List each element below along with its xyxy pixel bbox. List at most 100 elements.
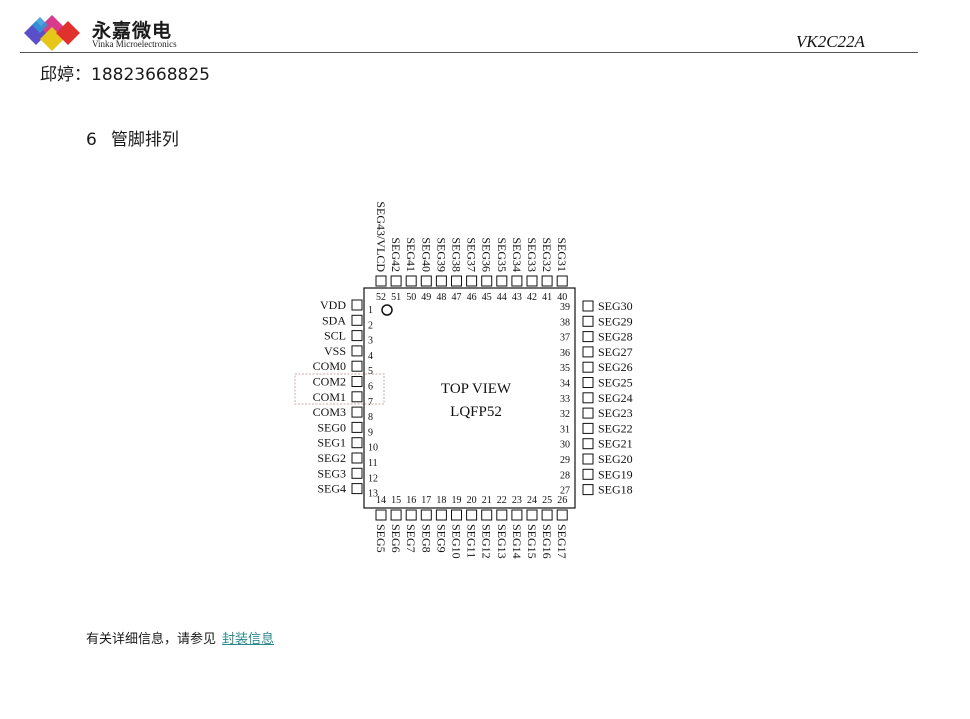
company-name-cn: 永嘉微电 bbox=[92, 20, 173, 42]
pin-pad bbox=[582, 392, 594, 404]
pin-number: 27 bbox=[560, 486, 570, 497]
pin-number: 2 bbox=[368, 320, 373, 331]
pin-name: SCL bbox=[324, 329, 346, 343]
pin-pad bbox=[582, 315, 594, 327]
pin1-marker-icon bbox=[381, 304, 393, 316]
pin-pad bbox=[582, 422, 594, 434]
pin-number: 30 bbox=[560, 440, 570, 451]
pin-number: 37 bbox=[560, 333, 570, 344]
pin-number: 15 bbox=[391, 495, 401, 506]
pin-pad bbox=[351, 345, 363, 357]
pin-name: SEG33 bbox=[525, 237, 539, 272]
pin-pad bbox=[496, 275, 508, 287]
pin-number: 12 bbox=[368, 473, 378, 484]
pin-pad bbox=[375, 275, 387, 287]
logo-diamond-4 bbox=[56, 21, 80, 45]
pin-pad bbox=[511, 509, 523, 521]
pin-name: SEG36 bbox=[480, 237, 494, 272]
pin-name: SEG37 bbox=[465, 237, 479, 272]
pin-number: 28 bbox=[560, 470, 570, 481]
pin-name: SEG15 bbox=[525, 524, 539, 559]
pin-number: 24 bbox=[527, 495, 537, 506]
pin-number: 8 bbox=[368, 412, 373, 423]
pin-name: SEG5 bbox=[374, 524, 388, 553]
pin-pad bbox=[390, 275, 402, 287]
pin-pad bbox=[466, 509, 478, 521]
pin-name: COM0 bbox=[313, 359, 346, 373]
pin-number: 35 bbox=[560, 363, 570, 374]
pin-pad bbox=[375, 509, 387, 521]
pin-pad bbox=[582, 300, 594, 312]
pin-name: SEG23 bbox=[598, 406, 633, 420]
pin-pad bbox=[420, 275, 432, 287]
pin-pad bbox=[582, 331, 594, 343]
pin-number: 19 bbox=[452, 495, 462, 506]
pin-pad bbox=[582, 407, 594, 419]
pin-name: SEG29 bbox=[598, 314, 633, 328]
pin-name: SEG17 bbox=[555, 524, 569, 559]
pin-name: SEG35 bbox=[495, 237, 509, 272]
pin-number: 32 bbox=[560, 409, 570, 420]
pin-pad bbox=[582, 453, 594, 465]
contact-line: 邱婷：18823668825 bbox=[40, 65, 210, 85]
pin-name: SEG20 bbox=[598, 452, 633, 466]
pin-name: SEG0 bbox=[317, 420, 346, 434]
pin-name: VDD bbox=[320, 298, 346, 312]
package-label: LQFP52 bbox=[450, 404, 502, 420]
pin-pad bbox=[451, 275, 462, 287]
pin-pad bbox=[351, 391, 363, 403]
pin-number: 51 bbox=[391, 292, 401, 303]
pin-pad bbox=[351, 437, 363, 449]
pin-name: SEG21 bbox=[598, 437, 633, 451]
pin-number: 3 bbox=[368, 336, 373, 347]
pin-name: SEG38 bbox=[450, 237, 464, 272]
pin-pad bbox=[420, 509, 432, 521]
pin-pad bbox=[556, 275, 568, 287]
pin-name: SEG4 bbox=[317, 482, 346, 496]
pin-pad bbox=[466, 275, 478, 287]
pin-pad bbox=[481, 509, 493, 521]
pin-name: SEG40 bbox=[419, 237, 433, 272]
pin-number: 25 bbox=[542, 495, 552, 506]
pin-pad bbox=[351, 314, 363, 326]
pin-name: SEG3 bbox=[317, 466, 346, 480]
pin-pad bbox=[405, 509, 417, 521]
logo-diamond-5 bbox=[32, 17, 48, 33]
pin-pad bbox=[481, 275, 493, 287]
pin-name: COM2 bbox=[313, 375, 346, 389]
pin-number: 1 bbox=[368, 305, 373, 316]
pin-number: 18 bbox=[436, 495, 446, 506]
pin-name: SEG6 bbox=[389, 524, 403, 553]
header-divider bbox=[20, 52, 918, 53]
package-info-link[interactable]: 封装信息 bbox=[222, 632, 275, 647]
pin-number: 40 bbox=[557, 292, 567, 303]
pin-name: SEG24 bbox=[598, 391, 633, 405]
pin-pad bbox=[496, 509, 508, 521]
pin-pad bbox=[451, 509, 462, 521]
pin-number: 34 bbox=[560, 379, 570, 390]
pin-name: SEG9 bbox=[434, 524, 448, 553]
pin-pad bbox=[541, 275, 553, 287]
pin-name: SEG2 bbox=[317, 451, 346, 465]
pin-pad bbox=[511, 275, 523, 287]
pin-number: 48 bbox=[436, 292, 446, 303]
pin-name: SEG42 bbox=[389, 237, 403, 272]
pin-name: SEG18 bbox=[598, 483, 633, 497]
pin-number: 44 bbox=[497, 292, 507, 303]
pin-name: SEG39 bbox=[434, 237, 448, 272]
pin-pad bbox=[582, 484, 594, 496]
pin-number: 17 bbox=[421, 495, 431, 506]
pin-name: SEG7 bbox=[404, 524, 418, 553]
pin-pad bbox=[582, 468, 594, 480]
pin-name: SEG1 bbox=[317, 436, 346, 450]
pin-number: 47 bbox=[452, 292, 462, 303]
top-view-label: TOP VIEW bbox=[441, 381, 512, 397]
pin-name: SEG22 bbox=[598, 421, 633, 435]
pin-name: SEG28 bbox=[598, 330, 633, 344]
pin-pad bbox=[351, 483, 363, 495]
pin-name: SEG43/VLCD bbox=[374, 201, 388, 272]
pin-name: VSS bbox=[324, 344, 346, 358]
pin-pad bbox=[526, 509, 538, 521]
